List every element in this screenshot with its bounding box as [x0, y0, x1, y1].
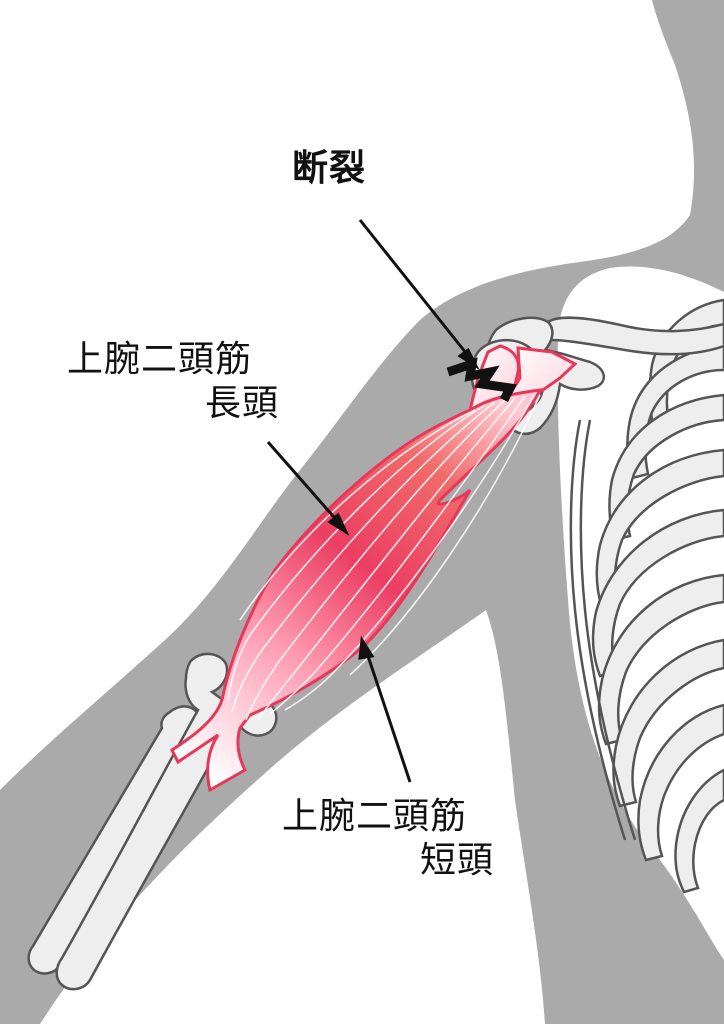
short-head-label-line2: 短頭 [420, 840, 495, 881]
rupture-label: 断裂 [292, 148, 367, 189]
short-head-label-line1: 上腕二頭筋 [282, 796, 468, 837]
ribcage [569, 298, 724, 894]
rupture-arrow [358, 219, 472, 359]
pointer-arrows [266, 219, 480, 783]
biceps-muscle [170, 344, 578, 793]
short-head-arrow [364, 649, 412, 783]
long-head-label-line1: 上腕二頭筋 [67, 339, 253, 380]
long-head-label-line2: 長頭 [205, 383, 280, 424]
long-head-arrow [266, 441, 342, 525]
biceps-belly [170, 388, 543, 793]
